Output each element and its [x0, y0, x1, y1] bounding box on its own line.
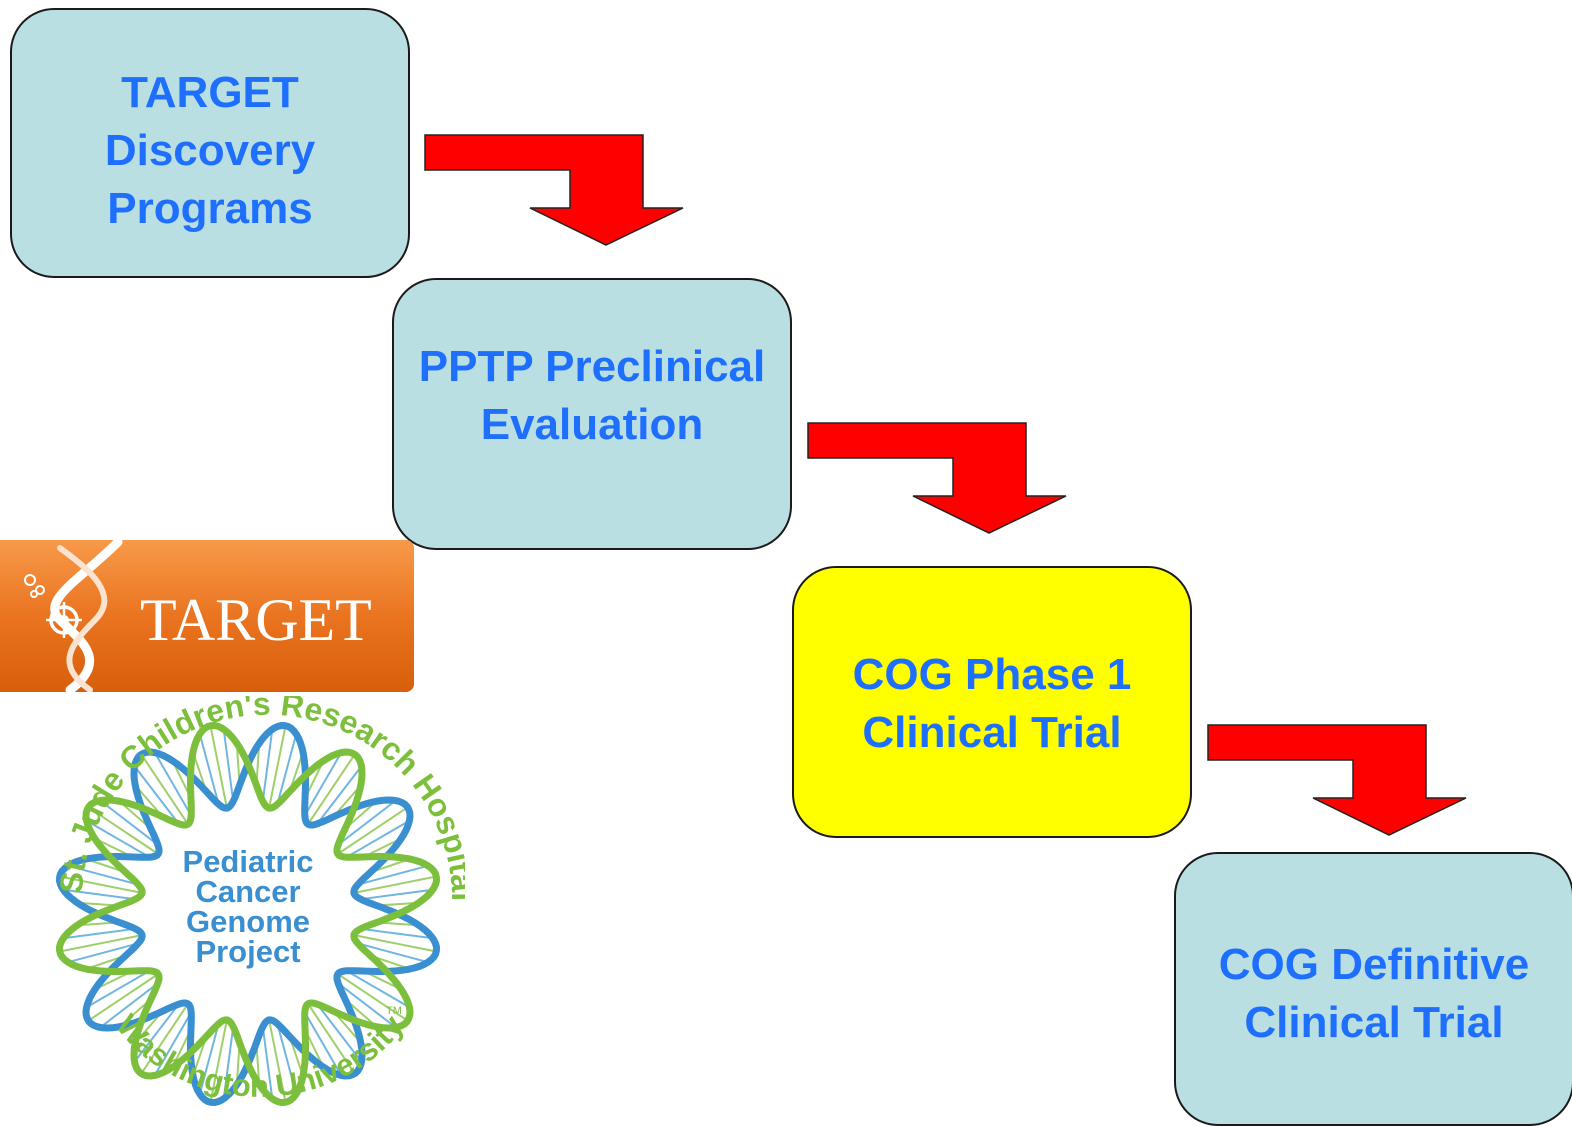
- helix-rung: [360, 927, 433, 940]
- helix-ring-icon: [55, 721, 441, 1107]
- helix-rung: [261, 729, 274, 802]
- helix-rung: [222, 1026, 235, 1099]
- helix-rung: [67, 864, 139, 886]
- helix-rung: [276, 733, 298, 805]
- helix-rung: [86, 819, 151, 859]
- arrow-1-icon: [424, 134, 684, 246]
- step-target-discovery-label: TARGET Discovery Programs: [104, 68, 316, 233]
- helix-rung: [345, 819, 410, 859]
- logo-center-line-2: Cancer: [195, 874, 300, 909]
- helix-rung: [337, 799, 397, 846]
- helix-rung: [87, 973, 159, 1022]
- helix-rung: [357, 864, 429, 886]
- helix-rung: [337, 806, 409, 855]
- logo-center-line-3: Genome: [186, 904, 310, 939]
- helix-rung: [87, 806, 159, 855]
- helix-rung: [133, 1003, 180, 1063]
- helix-rung: [261, 1026, 274, 1099]
- helix-rung: [357, 942, 429, 964]
- step-cog-phase1-box: COG Phase 1 Clinical Trial: [792, 566, 1192, 838]
- helix-rung: [59, 934, 143, 953]
- target-logo: TARGET: [0, 540, 414, 692]
- helix-rung: [303, 752, 343, 817]
- helix-rung: [209, 725, 228, 809]
- helix-rung: [276, 1023, 298, 1095]
- step-cog-definitive-label: COG Definitive Clinical Trial: [1218, 940, 1530, 1047]
- step-cog-definitive-box: COG Definitive Clinical Trial: [1174, 852, 1572, 1126]
- helix-rung: [303, 1011, 343, 1076]
- helix-rung: [99, 799, 159, 846]
- helix-rung: [99, 982, 159, 1029]
- step-cog-phase1-label: COG Phase 1 Clinical Trial: [852, 650, 1132, 757]
- helix-rung: [59, 875, 143, 894]
- helix-rung: [140, 753, 189, 825]
- logo-center-line-4: Project: [195, 934, 300, 969]
- pediatric-cancer-genome-project-logo: St. Jude Children's Research Hospital Wa…: [53, 696, 465, 1107]
- target-wordmark: TARGET: [140, 587, 372, 653]
- helix-rung: [63, 927, 136, 940]
- helix-rung: [209, 1019, 228, 1103]
- helix-rung: [337, 973, 409, 1022]
- helix-rung: [360, 888, 433, 901]
- helix-rung: [86, 969, 151, 1009]
- helix-rung: [316, 765, 363, 825]
- helix-rung: [353, 934, 437, 953]
- logo-trademark: TM: [386, 1005, 402, 1017]
- helix-rung: [133, 765, 180, 825]
- helix-rung: [316, 1003, 363, 1063]
- arrow-2-icon: [807, 422, 1067, 534]
- helix-rung: [67, 942, 139, 964]
- helix-rung: [153, 752, 193, 817]
- arrow-3-icon: [1207, 724, 1467, 836]
- helix-rung: [198, 733, 220, 805]
- helix-rung: [307, 753, 356, 825]
- helix-rung: [63, 888, 136, 901]
- step-target-discovery-box: TARGET Discovery Programs: [10, 8, 410, 278]
- helix-rung: [353, 875, 437, 894]
- helix-rung: [337, 982, 397, 1029]
- helix-rung: [198, 1023, 220, 1095]
- helix-rung: [153, 1011, 193, 1076]
- step-pptp-preclinical-box: PPTP Preclinical Evaluation: [392, 278, 792, 550]
- helix-rung: [140, 1003, 189, 1075]
- helix-rung: [345, 969, 410, 1009]
- helix-strand-green: [55, 721, 441, 1107]
- step-pptp-preclinical-label: PPTP Preclinical Evaluation: [418, 342, 766, 449]
- helix-rung: [307, 1003, 356, 1075]
- helix-rung: [222, 729, 235, 802]
- helix-rung: [268, 725, 287, 809]
- helix-rung: [268, 1019, 287, 1103]
- logo-center-line-1: Pediatric: [183, 844, 314, 879]
